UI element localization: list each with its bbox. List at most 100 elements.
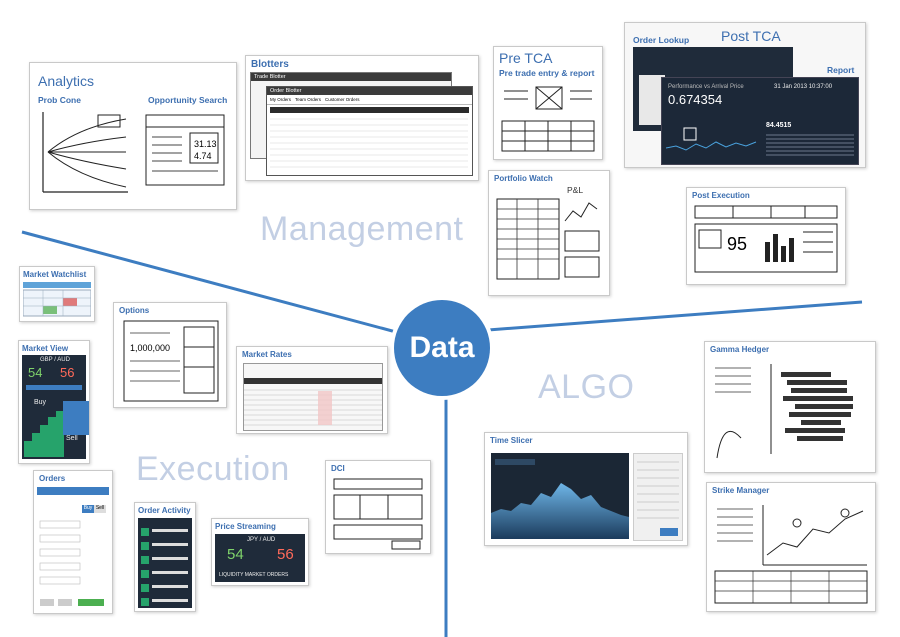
time-slicer-title: Time Slicer — [490, 436, 533, 445]
data-hub[interactable]: Data — [394, 300, 490, 396]
post-tca-card[interactable]: Post TCA Order Lookup Report Performance… — [624, 22, 866, 168]
blotter-tabs: My Orders Team Orders Customer Orders — [267, 95, 472, 105]
rates-window — [243, 363, 383, 431]
strike-manager-title: Strike Manager — [712, 486, 770, 495]
time-slicer-params — [633, 453, 683, 541]
streaming-ask[interactable]: 56 — [277, 546, 294, 563]
options-card[interactable]: Options 1,000,000 — [113, 302, 227, 408]
orders-title: Orders — [39, 474, 66, 483]
post-execution-title: Post Execution — [692, 191, 750, 200]
tab-my-orders[interactable]: My Orders — [270, 97, 292, 102]
time-slicer-card[interactable]: Time Slicer — [484, 432, 688, 546]
tab-team-orders[interactable]: Team Orders — [295, 97, 322, 102]
section-execution: Execution — [136, 450, 290, 488]
market-watchlist-card[interactable]: Market Watchlist — [19, 266, 95, 322]
blotters-card[interactable]: Blotters Trade Blotter Order Blotter My … — [245, 55, 479, 181]
opportunity-search-label: Opportunity Search — [148, 95, 228, 105]
time-slicer-form — [637, 461, 679, 536]
streaming-footer: LIQUIDITY MARKET ORDERS — [219, 572, 289, 578]
liquidity-bar — [26, 385, 82, 390]
market-view-pair: GBP / AUD — [40, 357, 70, 363]
tab-customer-orders[interactable]: Customer Orders — [325, 97, 360, 102]
time-slicer-chart-panel — [491, 453, 629, 539]
order-activity-panel — [138, 518, 192, 608]
dci-card[interactable]: DCI — [325, 460, 431, 554]
market-view-panel: GBP / AUD 54 56 Buy Sell — [22, 355, 86, 459]
analytics-card[interactable]: Analytics Prob Cone Opportunity Search 3… — [29, 62, 237, 210]
market-view-card[interactable]: Market View GBP / AUD 54 56 Buy Sell — [18, 340, 90, 464]
rates-header — [244, 378, 382, 384]
order-blotter-title: Order Blotter — [267, 87, 472, 95]
dci-sketch — [333, 478, 423, 550]
pre-tca-card[interactable]: Pre TCA Pre trade entry & report — [493, 46, 603, 160]
portfolio-watch-title: Portfolio Watch — [494, 174, 553, 183]
metric-label: Performance vs Arrival Price — [668, 84, 744, 90]
post-execution-sketch: 95 — [694, 205, 838, 273]
portfolio-sketch — [496, 198, 600, 280]
post-tca-title: Post TCA — [721, 28, 781, 44]
order-blotter-window: Order Blotter My Orders Team Orders Cust… — [266, 86, 473, 176]
report-date: 31 Jan 2013 10:37:00 — [774, 84, 833, 90]
market-watchlist-title: Market Watchlist — [23, 270, 87, 279]
market-rates-card[interactable]: Market Rates — [236, 346, 388, 434]
price-streaming-panel: JPY / AUD 54 56 LIQUIDITY MARKET ORDERS — [215, 534, 305, 582]
gamma-hedger-title: Gamma Hedger — [710, 345, 770, 354]
market-view-ask: 56 — [60, 365, 75, 380]
gamma-hedger-card[interactable]: Gamma Hedger — [704, 341, 876, 473]
report-panel: Performance vs Arrival Price 0.674354 31… — [661, 77, 859, 165]
market-view-title: Market View — [22, 344, 69, 353]
blotters-title: Blotters — [251, 59, 289, 70]
price-streaming-title: Price Streaming — [215, 522, 276, 531]
post-execution-big-number: 95 — [727, 234, 747, 254]
pre-tca-title: Pre TCA — [499, 50, 553, 66]
report-small-value: 84.4515 — [766, 122, 792, 129]
svg-text:4.74: 4.74 — [194, 151, 212, 161]
orders-buy-toggle[interactable]: Buy — [82, 505, 94, 513]
strike-manager-sketch — [714, 505, 868, 604]
market-view-sell[interactable]: Sell — [66, 435, 78, 442]
pre-tca-subtitle: Pre trade entry & report — [499, 68, 595, 78]
svg-text:31.13: 31.13 — [194, 139, 217, 149]
lookup-list — [639, 75, 665, 125]
report-label: Report — [827, 65, 855, 75]
prob-cone-label: Prob Cone — [38, 95, 81, 105]
dci-title: DCI — [331, 464, 345, 473]
price-streaming-card[interactable]: Price Streaming JPY / AUD 54 56 LIQUIDIT… — [211, 518, 309, 586]
data-hub-label: Data — [409, 331, 475, 364]
orders-search-bar[interactable] — [37, 487, 109, 495]
report-chart — [666, 127, 757, 151]
section-algo: ALGO — [538, 368, 635, 406]
streaming-bid[interactable]: 54 — [227, 546, 244, 563]
blotter-rows — [270, 118, 468, 168]
market-rates-title: Market Rates — [242, 350, 292, 359]
trade-blotter-title: Trade Blotter — [251, 73, 451, 81]
options-sketch: 1,000,000 — [123, 320, 219, 402]
pnl-label: P&L — [567, 185, 584, 195]
opportunity-search-sketch: 31.13 4.74 — [145, 114, 225, 186]
orders-sell-toggle[interactable]: Sell — [94, 505, 106, 513]
orders-card[interactable]: Orders Buy Sell — [33, 470, 113, 614]
pre-tca-sketch — [501, 86, 595, 152]
market-view-bid: 54 — [28, 365, 43, 380]
order-activity-title: Order Activity — [138, 506, 191, 515]
market-view-buy[interactable]: Buy — [34, 399, 47, 406]
post-execution-card[interactable]: Post Execution 95 — [686, 187, 846, 285]
analytics-title: Analytics — [38, 73, 95, 89]
orders-form — [39, 520, 104, 606]
options-amount: 1,000,000 — [130, 343, 170, 353]
strike-manager-card[interactable]: Strike Manager — [706, 482, 876, 612]
gamma-hedger-sketch — [715, 364, 853, 459]
prob-cone-sketch — [42, 112, 128, 193]
options-title: Options — [119, 306, 150, 315]
time-slicer-area-chart — [491, 459, 629, 539]
order-activity-list — [141, 528, 188, 606]
portfolio-watch-card[interactable]: Portfolio Watch P&L — [488, 170, 610, 296]
metric-value: 0.674354 — [668, 92, 723, 107]
depth-chart — [24, 411, 64, 457]
section-management: Management — [260, 210, 464, 248]
sell-ticket[interactable] — [63, 401, 89, 435]
report-table — [766, 134, 854, 156]
rates-rows — [244, 389, 382, 426]
order-activity-card[interactable]: Order Activity — [134, 502, 196, 612]
